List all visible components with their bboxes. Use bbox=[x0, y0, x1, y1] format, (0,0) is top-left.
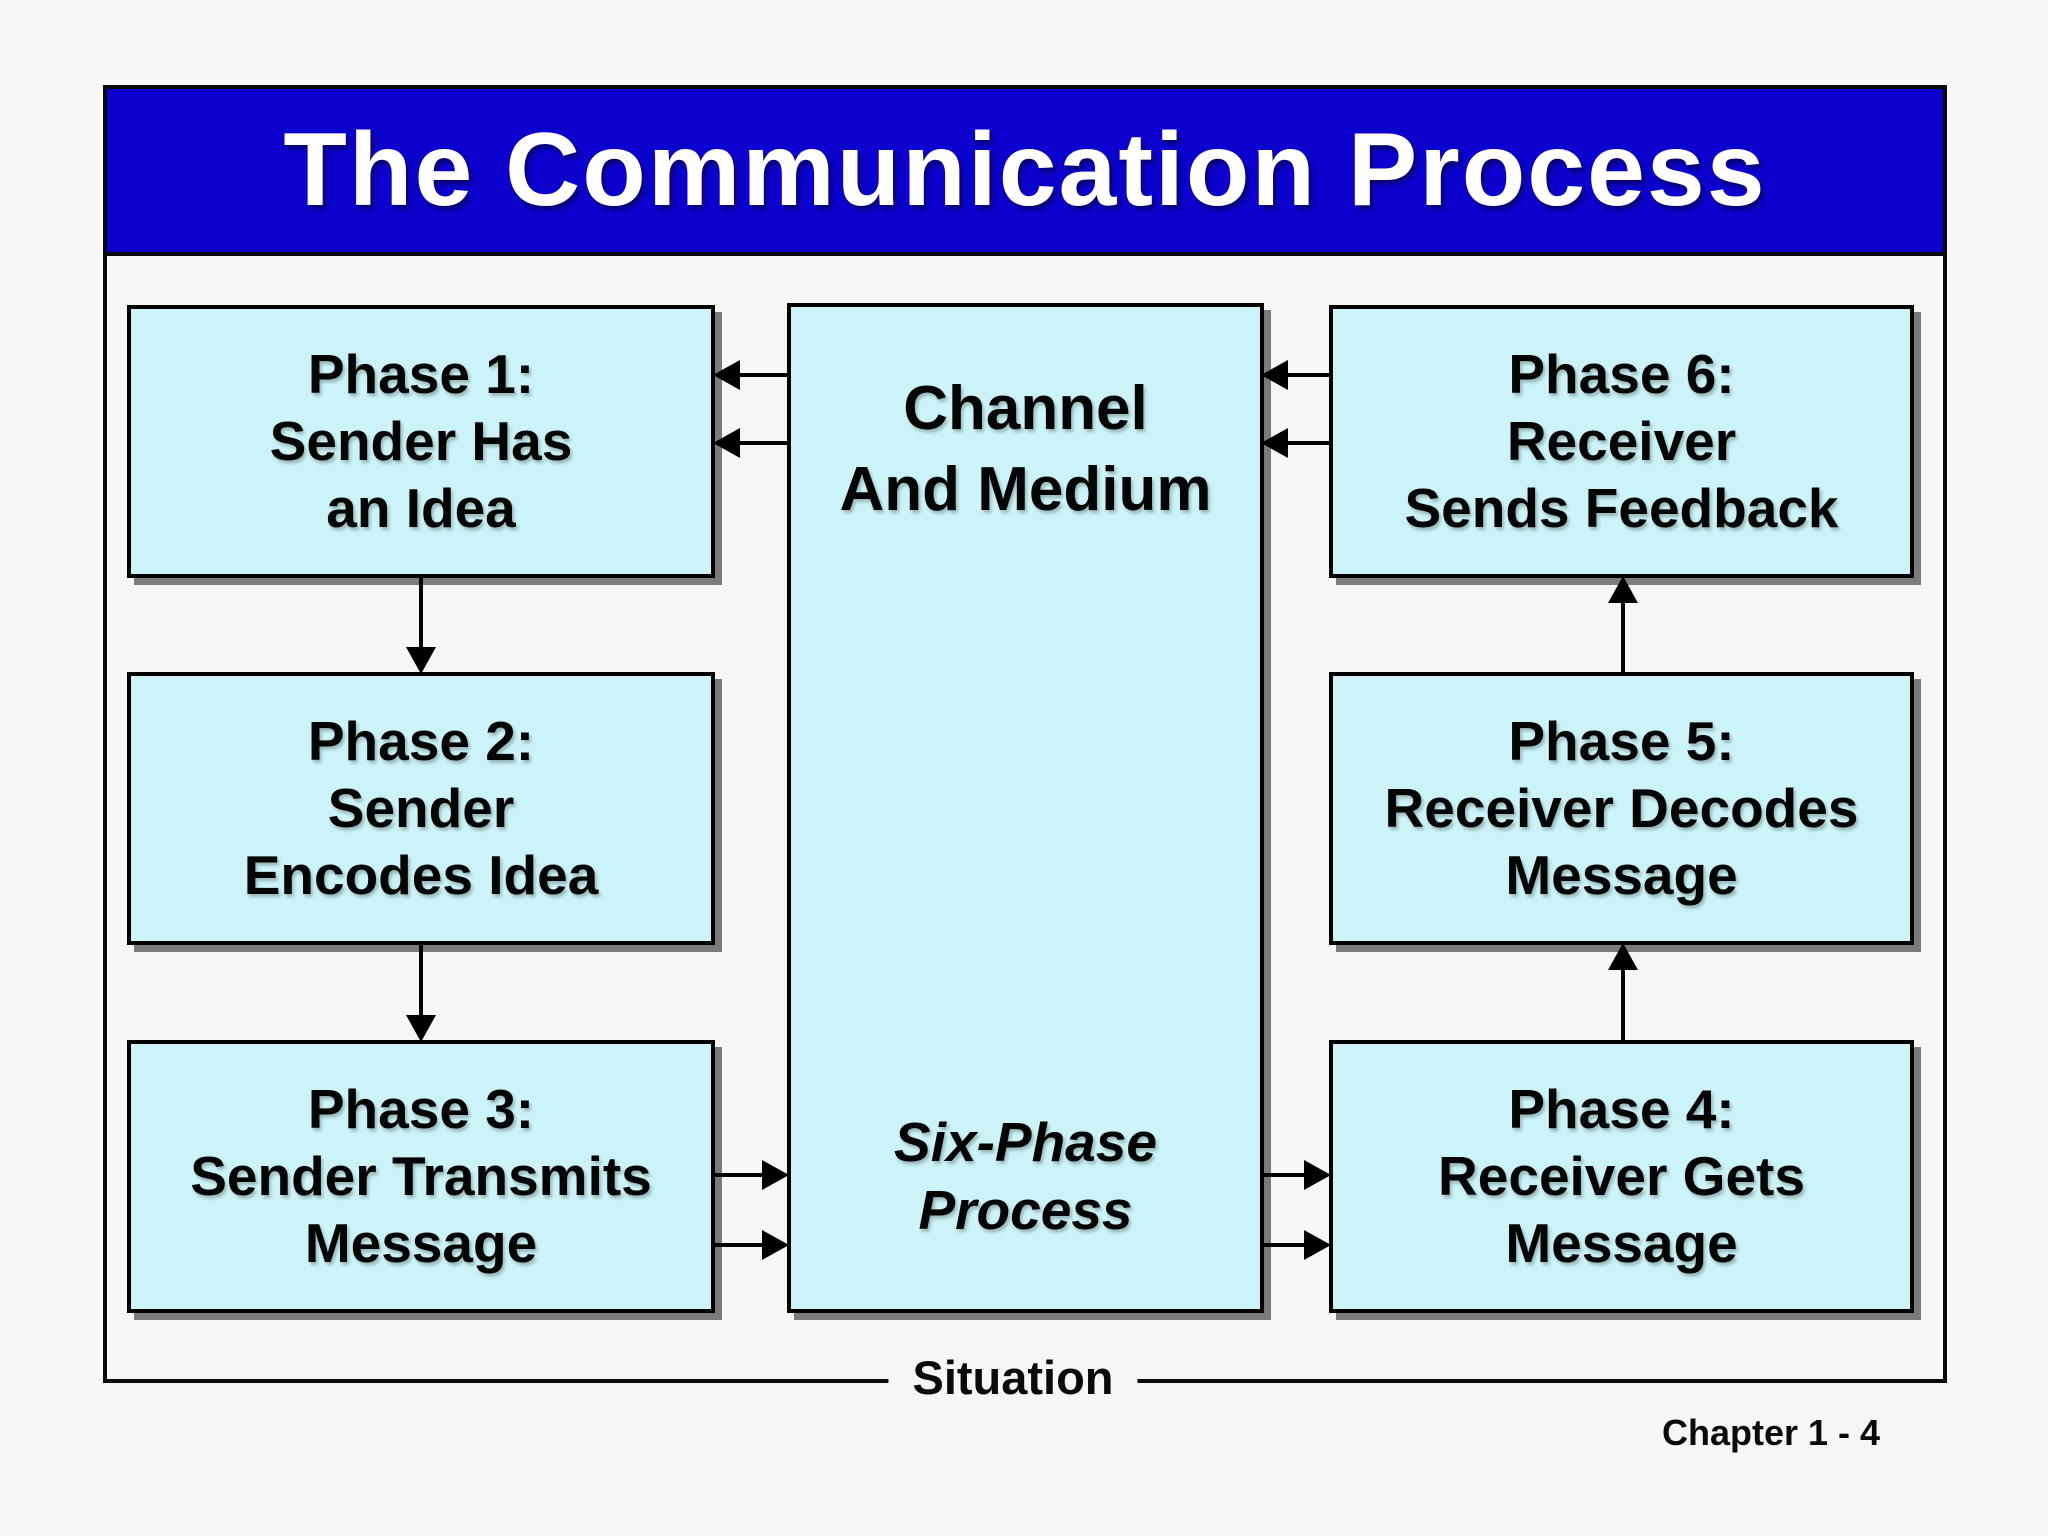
channel-title: Channel And Medium bbox=[840, 369, 1212, 530]
arrowhead-down-icon bbox=[406, 1015, 436, 1042]
phase2-box: Phase 2: Sender Encodes Idea bbox=[127, 672, 715, 945]
arrow-shaft bbox=[733, 441, 789, 445]
phase4-line1: Phase 4: bbox=[1508, 1077, 1735, 1140]
arrowhead-up-icon bbox=[1608, 943, 1638, 970]
arrow-phase5-to-phase6 bbox=[1607, 576, 1639, 674]
phase4-box: Phase 4: Receiver Gets Message bbox=[1329, 1040, 1914, 1313]
phase1-line2: Sender Has bbox=[269, 409, 573, 472]
arrowhead-right-icon bbox=[1304, 1160, 1331, 1190]
channel-title-line1: Channel bbox=[903, 374, 1148, 443]
phase2-line2: Sender bbox=[327, 776, 515, 839]
arrowhead-left-icon bbox=[1261, 360, 1288, 390]
arrowhead-left-icon bbox=[1261, 428, 1288, 458]
arrowhead-up-icon bbox=[1608, 576, 1638, 603]
arrow-shaft bbox=[713, 1243, 769, 1247]
channel-subtitle-line2: Process bbox=[918, 1179, 1133, 1242]
arrowhead-left-icon bbox=[713, 360, 740, 390]
phase3-line2: Sender Transmits bbox=[190, 1144, 652, 1207]
page-number-label: Chapter 1 - 4 bbox=[1661, 1412, 1881, 1453]
channel-subtitle: Six-Phase Process bbox=[894, 1108, 1157, 1246]
arrow-phase6-to-channel-upper bbox=[1261, 359, 1331, 391]
arrow-shaft bbox=[1621, 963, 1625, 1042]
channel-title-line2: And Medium bbox=[839, 454, 1212, 524]
arrowhead-right-icon bbox=[1304, 1230, 1331, 1260]
arrow-channel-to-phase4-lower bbox=[1261, 1229, 1331, 1261]
channel-subtitle-line1: Six-Phase bbox=[894, 1110, 1157, 1173]
arrow-phase1-to-phase2 bbox=[405, 578, 437, 674]
arrow-shaft bbox=[419, 945, 423, 1022]
phase5-box: Phase 5: Receiver Decodes Message bbox=[1329, 672, 1914, 945]
arrow-shaft bbox=[733, 373, 789, 377]
phase2-line1: Phase 2: bbox=[307, 709, 535, 772]
arrow-channel-to-phase1-upper bbox=[713, 359, 789, 391]
phase1-box: Phase 1: Sender Has an Idea bbox=[127, 305, 715, 578]
arrow-shaft bbox=[1281, 373, 1331, 377]
arrow-phase2-to-phase3 bbox=[405, 945, 437, 1042]
phase5-line1: Phase 5: bbox=[1508, 709, 1735, 772]
phase6-line1: Phase 6: bbox=[1508, 342, 1735, 405]
arrow-channel-to-phase4-upper bbox=[1261, 1159, 1331, 1191]
phase6-line3: Sends Feedback bbox=[1404, 477, 1839, 540]
phase5-line2: Receiver Decodes bbox=[1384, 776, 1859, 839]
arrow-shaft bbox=[419, 578, 423, 654]
phase3-box: Phase 3: Sender Transmits Message bbox=[127, 1040, 715, 1313]
phase3-line1: Phase 3: bbox=[307, 1077, 535, 1140]
channel-box: Channel And Medium Six-Phase Process bbox=[787, 303, 1264, 1313]
arrowhead-right-icon bbox=[762, 1230, 789, 1260]
arrow-shaft bbox=[1261, 1243, 1311, 1247]
phase5-line3: Message bbox=[1505, 844, 1738, 907]
phase6-line2: Receiver bbox=[1506, 409, 1737, 472]
phase4-line3: Message bbox=[1505, 1212, 1738, 1275]
arrow-phase3-to-channel-lower bbox=[713, 1229, 789, 1261]
title-bar: The Communication Process bbox=[103, 85, 1947, 256]
phase1-line3: an Idea bbox=[326, 477, 516, 540]
arrow-channel-to-phase1-lower bbox=[713, 427, 789, 459]
phase1-line1: Phase 1: bbox=[307, 342, 535, 405]
situation-label: Situation bbox=[888, 1350, 1138, 1406]
phase4-line2: Receiver Gets bbox=[1438, 1144, 1805, 1207]
arrow-shaft bbox=[1621, 596, 1625, 674]
arrow-phase3-to-channel-upper bbox=[713, 1159, 789, 1191]
arrowhead-right-icon bbox=[762, 1160, 789, 1190]
arrowhead-down-icon bbox=[406, 647, 436, 674]
arrow-phase4-to-phase5 bbox=[1607, 943, 1639, 1042]
phase3-line3: Message bbox=[304, 1212, 538, 1275]
arrow-phase6-to-channel-lower bbox=[1261, 427, 1331, 459]
phase6-box: Phase 6: Receiver Sends Feedback bbox=[1329, 305, 1914, 578]
arrow-shaft bbox=[1281, 441, 1331, 445]
slide-title: The Communication Process bbox=[283, 112, 1767, 228]
arrow-shaft bbox=[1261, 1173, 1311, 1177]
arrow-shaft bbox=[713, 1173, 769, 1177]
phase2-line3: Encodes Idea bbox=[243, 844, 599, 907]
arrowhead-left-icon bbox=[713, 428, 740, 458]
